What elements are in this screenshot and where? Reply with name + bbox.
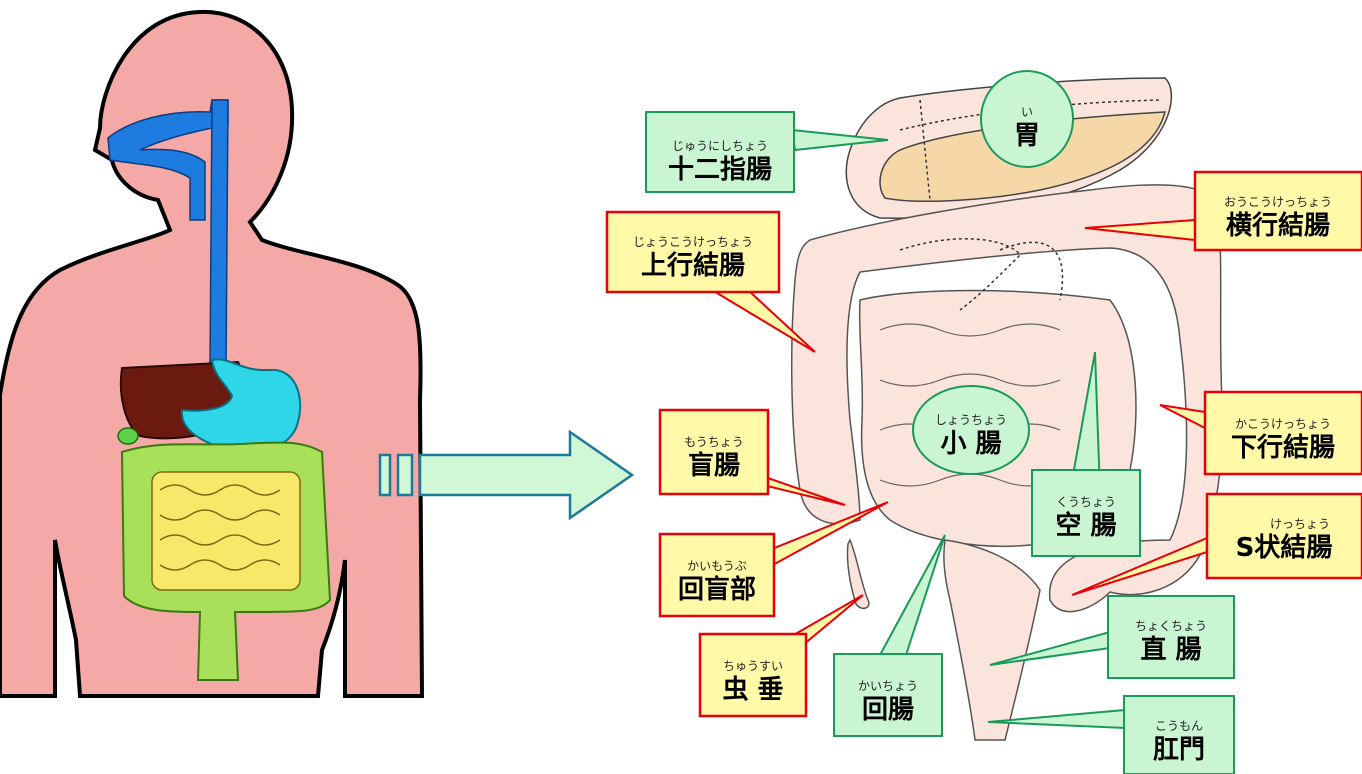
small-intestine-organ <box>152 472 300 590</box>
svg-text:じゅうにしちょう: じゅうにしちょう <box>672 139 768 153</box>
svg-text:S状結腸: S状結腸 <box>1236 532 1333 563</box>
label-cecum: もうちょう 盲腸 <box>660 410 768 494</box>
svg-text:ちょくちょう: ちょくちょう <box>1135 619 1207 633</box>
label-stomach: い 胃 <box>981 71 1073 167</box>
body-figure <box>0 12 422 696</box>
svg-text:かいちょう: かいちょう <box>858 679 918 693</box>
label-anus: こうもん 肛門 <box>1124 696 1234 774</box>
label-rectum: ちょくちょう 直 腸 <box>1108 596 1234 678</box>
label-small-intestine: しょうちょう 小 腸 <box>913 386 1029 474</box>
svg-text:横行結腸: 横行結腸 <box>1226 210 1330 241</box>
svg-text:もうちょう: もうちょう <box>684 435 744 449</box>
svg-text:しょうちょう: しょうちょう <box>935 413 1007 427</box>
esophagus <box>210 100 228 370</box>
svg-text:おうこうけっちょう: おうこうけっちょう <box>1224 195 1332 209</box>
svg-text:盲腸: 盲腸 <box>688 450 740 481</box>
svg-text:虫 垂: 虫 垂 <box>722 675 783 705</box>
rectum-organ <box>944 540 1040 740</box>
svg-text:小 腸: 小 腸 <box>940 429 1001 459</box>
svg-text:じょうこうけっちょう: じょうこうけっちょう <box>633 235 753 249</box>
svg-text:空 腸: 空 腸 <box>1055 510 1116 541</box>
label-appendix: ちゅうすい 虫 垂 <box>700 634 806 716</box>
svg-text:直 腸: 直 腸 <box>1140 635 1201 665</box>
svg-text:けっちょう: けっちょう <box>1270 517 1330 531</box>
label-jejunum: くうちょう 空 腸 <box>1032 470 1140 556</box>
label-sigmoid-colon: けっちょう S状結腸 <box>1207 494 1362 578</box>
svg-text:下行結腸: 下行結腸 <box>1231 432 1335 463</box>
svg-text:胃: 胃 <box>1014 121 1040 151</box>
label-duodenum: じゅうにしちょう 十二指腸 <box>646 112 794 192</box>
label-ascending-colon: じょうこうけっちょう 上行結腸 <box>607 212 779 292</box>
svg-text:肛門: 肛門 <box>1153 735 1205 765</box>
label-ileocecal: かいもうぶ 回盲部 <box>660 534 774 616</box>
svg-text:回盲部: 回盲部 <box>678 574 756 605</box>
svg-text:かこうけっちょう: かこうけっちょう <box>1235 417 1331 431</box>
label-transverse-colon: おうこうけっちょう 横行結腸 <box>1195 172 1362 250</box>
label-descending-colon: かこうけっちょう 下行結腸 <box>1205 392 1362 474</box>
svg-text:上行結腸: 上行結腸 <box>641 250 745 281</box>
svg-text:回腸: 回腸 <box>862 695 914 725</box>
svg-text:かいもうぶ: かいもうぶ <box>687 559 747 573</box>
svg-text:十二指腸: 十二指腸 <box>668 155 772 185</box>
svg-text:い: い <box>1021 105 1033 119</box>
svg-text:こうもん: こうもん <box>1155 719 1203 733</box>
svg-text:くうちょう: くうちょう <box>1056 495 1116 509</box>
label-ileum: かいちょう 回腸 <box>834 654 942 736</box>
svg-text:ちゅうすい: ちゅうすい <box>723 659 783 673</box>
gallbladder <box>118 428 138 444</box>
